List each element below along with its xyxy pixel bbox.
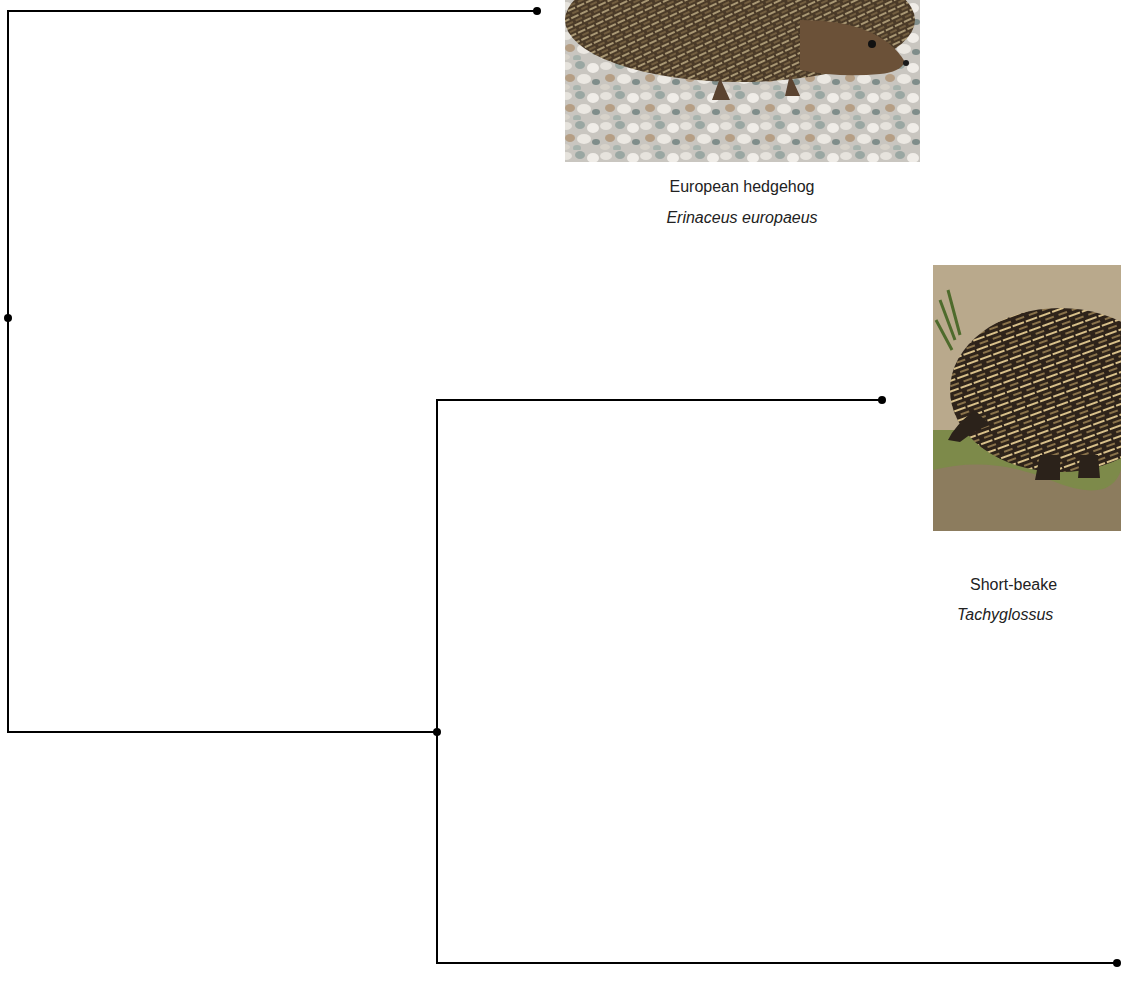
echidna-photo [933, 265, 1121, 531]
scientific-name: Tachyglossus [957, 605, 1053, 625]
tree-node-dots [4, 7, 1121, 967]
tree-branches [8, 11, 1117, 963]
common-name: European hedgehog [669, 177, 814, 197]
common-name: Short-beake [970, 575, 1057, 595]
scientific-name: Erinaceus europaeus [666, 208, 817, 228]
hedgehog-photo [565, 0, 920, 162]
